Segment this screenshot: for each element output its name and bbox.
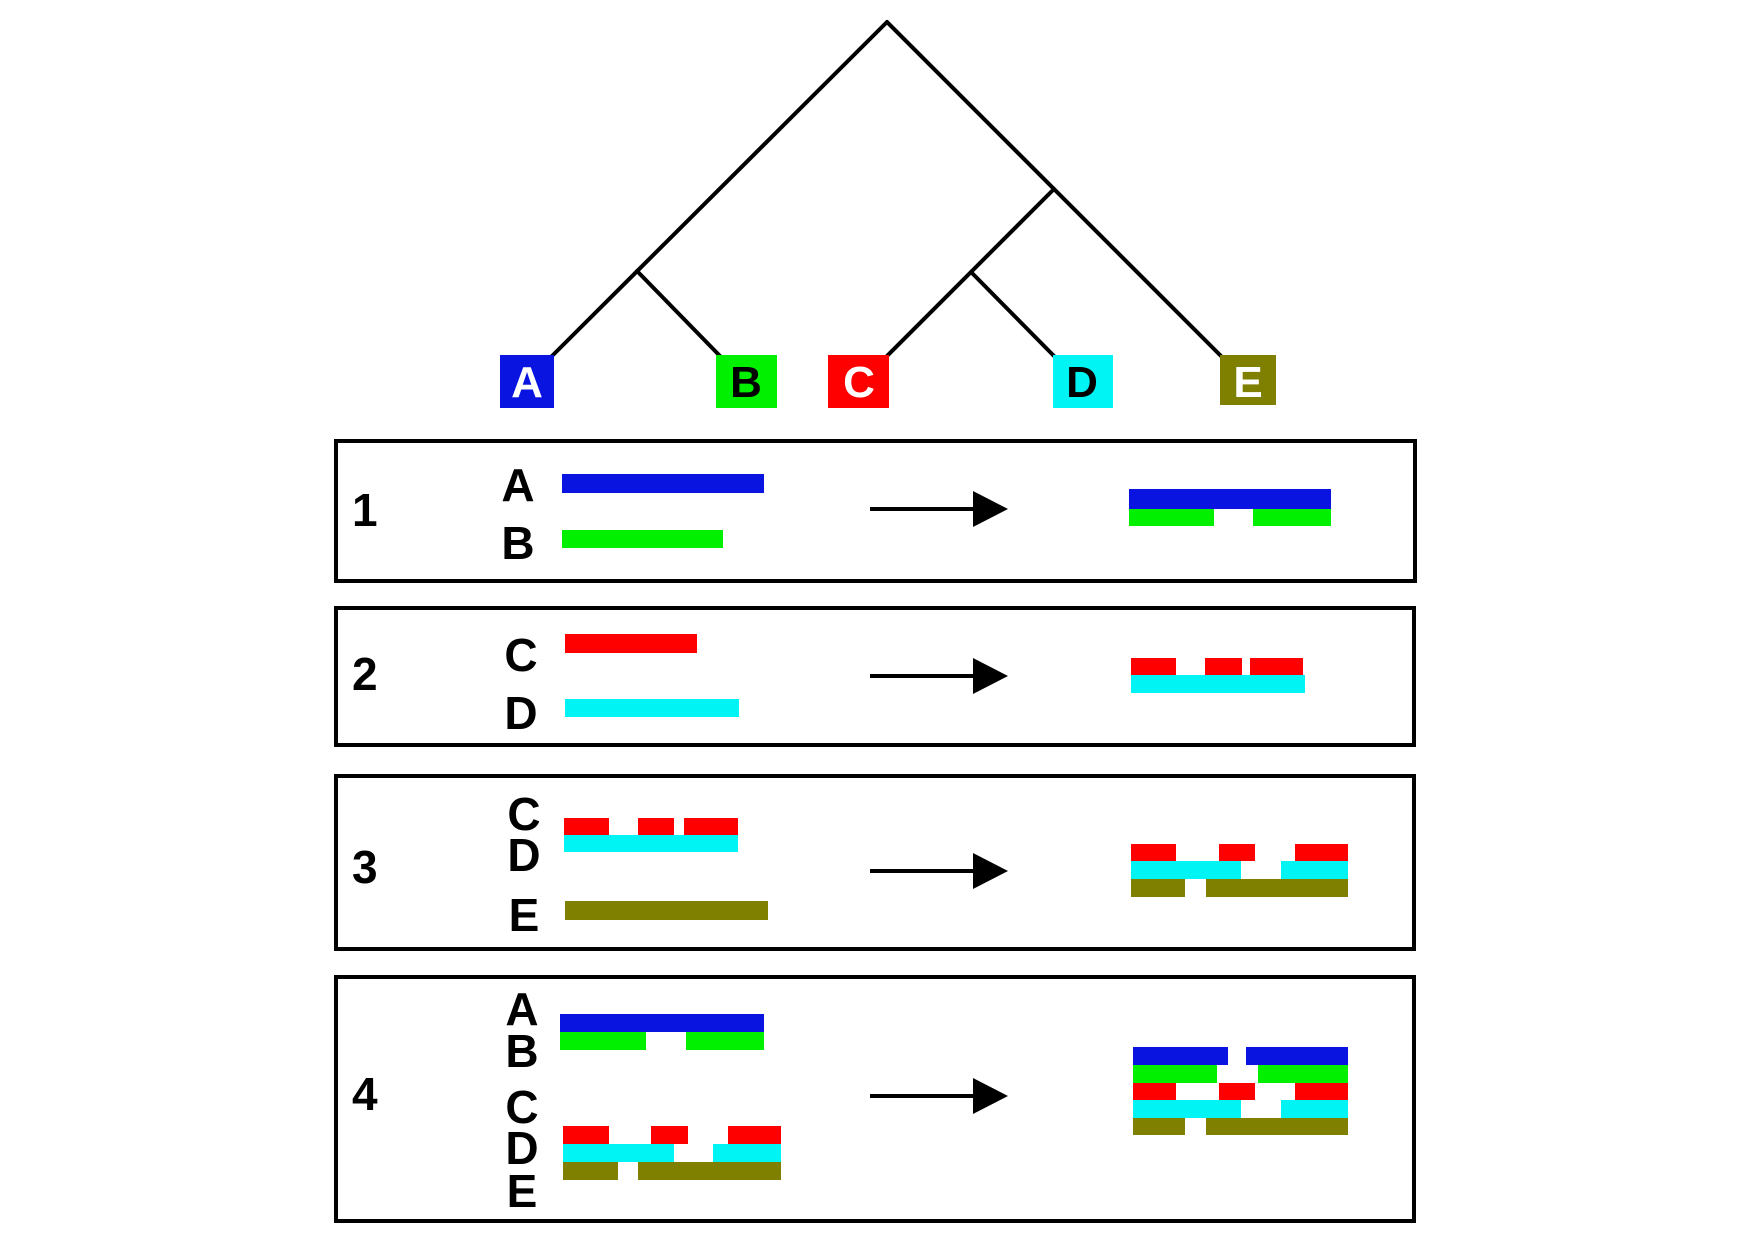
tree-leaf-b: B [716,355,777,408]
tree-branch [883,187,1056,360]
seq-bar-e-segment [563,1162,618,1180]
leaf-a-label: A [511,358,543,407]
seq-bar-c-segment [563,1126,609,1144]
seq-bar-c [565,634,697,653]
seq-bar-d-segment [713,1144,781,1162]
step-number-1: 1 [352,484,378,536]
leaf-e-box [1220,355,1276,405]
aligned-d-segment [1281,861,1348,879]
arrow-4 [870,1078,1008,1114]
panel-4-label-a: A [505,983,538,1035]
panel-1-label-b: B [501,517,534,569]
seq-bar-d [565,699,739,717]
aligned-b-segment [1133,1065,1217,1083]
arrows [870,491,1008,1114]
panel-3-label-c: C [507,788,540,840]
panel-3-label-d: D [507,829,540,881]
step-number-3: 3 [352,841,378,893]
aligned-d [1131,675,1305,693]
panel-4-label-b: B [505,1025,538,1077]
leaf-b-label: B [730,358,762,407]
seq-bar-d-segment [563,1144,674,1162]
seq-bar-b [562,530,723,548]
arrow-2 [870,658,1008,694]
seq-bar-c-segment [651,1126,688,1144]
phylogenetic-tree [548,20,1224,360]
panel-4-label-e: E [507,1165,538,1217]
arrow-head [973,491,1008,527]
aligned-b-segment [1258,1065,1348,1083]
tree-leaf-e: E [1220,355,1276,407]
aligned-b-segment [1129,509,1214,526]
arrow-head [973,658,1008,694]
seq-bar-a [562,474,764,493]
arrow-3 [870,853,1008,889]
panel-3-label-e: E [509,889,540,941]
step-number-4: 4 [352,1068,378,1120]
aligned-c-segment [1131,658,1176,675]
seq-bar-e [565,901,768,920]
arrow-1 [870,491,1008,527]
aligned-d-segment [1281,1100,1348,1118]
panel-2-label-c: C [504,629,537,681]
panel-2-label-d: D [504,687,537,739]
seq-bar-c-segment [638,818,674,835]
output-alignments [1129,489,1348,1135]
leaf-c-box [828,355,889,408]
tree-leaf-d: D [1053,355,1113,408]
aligned-b-segment [1253,509,1331,526]
tree-branch [635,269,722,358]
step-panels [334,439,1417,1223]
aligned-c-segment [1250,658,1303,675]
seq-bar-d [564,835,738,852]
aligned-e-segment [1133,1118,1185,1135]
leaf-e-label: E [1233,358,1262,407]
panel-4-frame [334,975,1416,1223]
arrow-head [973,1078,1008,1114]
seq-bar-b-segment [560,1032,646,1050]
aligned-e-segment [1206,879,1348,897]
panel-2-frame [334,606,1416,747]
tree-leaf-c: C [828,355,889,408]
aligned-c-segment [1205,658,1242,675]
step-number-2: 2 [352,648,378,700]
aligned-c-segment [1295,844,1348,861]
tree-branch [548,20,889,360]
leaf-d-box [1053,355,1113,408]
seq-bar-c-segment [564,818,609,835]
aligned-c-segment [1295,1083,1348,1100]
aligned-a-segment [1246,1047,1348,1065]
leaf-d-label: D [1066,358,1098,407]
seq-bar-c-segment [684,818,738,835]
aligned-c-segment [1219,844,1255,861]
aligned-c-segment [1219,1083,1255,1100]
leaf-c-label: C [843,358,875,407]
input-sequences [560,474,781,1180]
panel-1-frame [334,439,1417,583]
seq-bar-a [560,1014,764,1032]
aligned-e-segment [1131,879,1185,897]
seq-bar-c-segment [728,1126,781,1144]
panel-3-frame [334,774,1416,951]
arrow-head [973,853,1008,889]
aligned-d-segment [1133,1100,1241,1118]
aligned-a-segment [1133,1047,1228,1065]
aligned-e-segment [1206,1118,1348,1135]
panel-1-label-a: A [501,459,534,511]
aligned-d-segment [1131,861,1241,879]
leaf-b-box [716,355,777,408]
seq-bar-e-segment [638,1162,781,1180]
tree-branch [969,270,1057,359]
seq-bar-b-segment [686,1032,764,1050]
aligned-c-segment [1131,844,1176,861]
panel-4-label-c: C [505,1081,538,1133]
aligned-c-segment [1133,1083,1176,1100]
tree-leaf-a: A [500,355,554,408]
aligned-a [1129,489,1331,509]
panel-4-label-d: D [505,1122,538,1174]
leaf-a-box [500,355,554,408]
